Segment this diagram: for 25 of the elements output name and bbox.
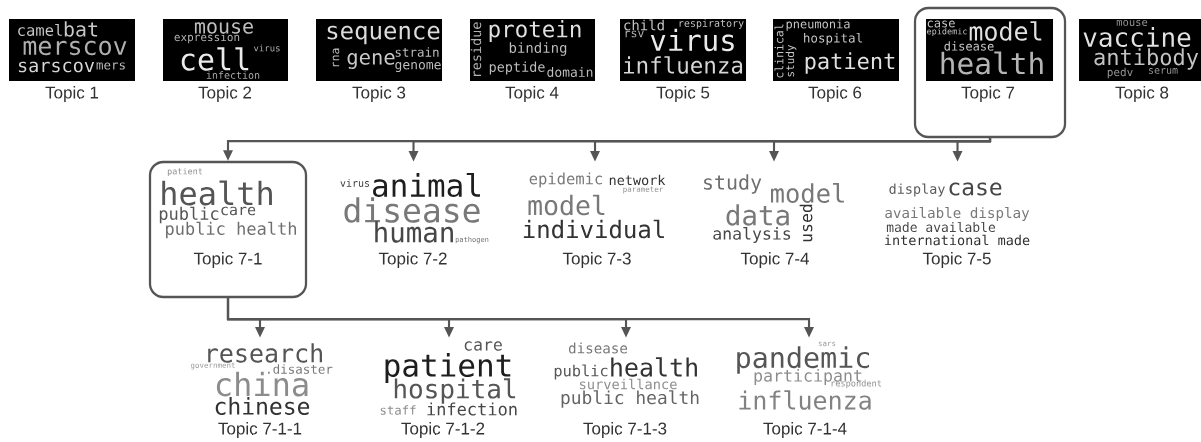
topic-label: Topic 1 xyxy=(45,86,99,102)
word-cloud: study model data used analysis xyxy=(704,174,844,244)
highlight-frame xyxy=(148,160,308,299)
topic-label: Topic 8 xyxy=(1115,86,1169,102)
topic-label: Topic 6 xyxy=(808,86,862,102)
topic-label: Topic 7-1-1 xyxy=(218,422,302,438)
topic-label: Topic 2 xyxy=(198,86,252,102)
topic-label: Topic 7-1-4 xyxy=(763,422,847,438)
topic-label: Topic 7-2 xyxy=(378,252,447,268)
topic-label: Topic 4 xyxy=(505,86,559,102)
word-cloud-tile: mouse vaccine antibody pedv serum xyxy=(1079,19,1201,81)
topic-label: Topic 7-4 xyxy=(740,252,809,268)
topic-label: Topic 7 xyxy=(961,86,1015,102)
topic-label: Topic 7-1 xyxy=(193,252,262,268)
topic-label: Topic 7-5 xyxy=(922,252,991,268)
word-cloud-tile: child respiratory rsv virus influenza xyxy=(620,19,746,81)
word-cloud: display case available display made available international made xyxy=(885,182,1030,246)
topic-label: Topic 5 xyxy=(656,86,710,102)
word-cloud: care patient hospital staff infection xyxy=(380,341,517,416)
topic-label: Topic 7-1-2 xyxy=(401,422,485,438)
highlight-frame xyxy=(913,6,1067,139)
word-cloud-tile: camelbat merscov sarscovmers xyxy=(9,19,135,81)
topic-label: Topic 7-3 xyxy=(562,252,631,268)
topic-label: Topic 7-1-3 xyxy=(583,422,667,438)
topic-label: Topic 3 xyxy=(352,86,406,102)
